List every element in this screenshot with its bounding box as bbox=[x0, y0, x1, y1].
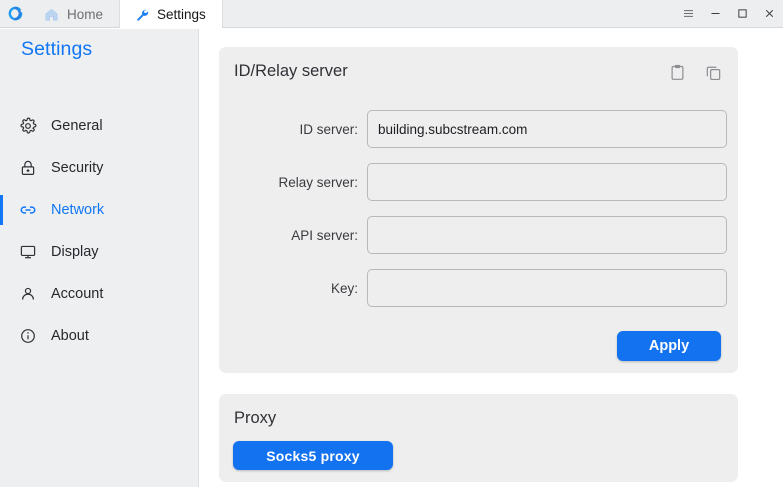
apply-button[interactable]: Apply bbox=[617, 331, 721, 361]
gear-icon bbox=[18, 117, 37, 136]
tab-settings-label: Settings bbox=[157, 6, 206, 22]
minimize-button[interactable] bbox=[702, 0, 729, 28]
key-label: Key: bbox=[330, 280, 358, 296]
tab-settings[interactable]: Settings bbox=[119, 0, 223, 28]
lock-icon bbox=[18, 159, 37, 178]
rustdesk-circular-arrow-logo-icon bbox=[8, 6, 22, 21]
id-server-input[interactable] bbox=[367, 110, 727, 148]
relay-server-label: Relay server: bbox=[278, 174, 358, 190]
sidebar-item-about[interactable]: About bbox=[0, 315, 199, 357]
copy-button[interactable] bbox=[702, 61, 724, 83]
sidebar-item-network[interactable]: Network bbox=[0, 189, 199, 231]
id-relay-panel-actions bbox=[666, 61, 724, 83]
close-button[interactable] bbox=[756, 0, 783, 28]
paste-button[interactable] bbox=[666, 61, 688, 83]
field-row-id-server: ID server: bbox=[219, 110, 738, 148]
titlebar: Home Settings bbox=[0, 0, 783, 28]
proxy-panel: Proxy Socks5 proxy bbox=[219, 394, 738, 482]
menu-button[interactable] bbox=[675, 0, 702, 28]
sidebar-item-label: About bbox=[51, 328, 89, 344]
wrench-icon bbox=[133, 6, 149, 22]
window-controls bbox=[675, 0, 783, 27]
field-row-api-server: API server: bbox=[219, 216, 738, 254]
maximize-icon bbox=[738, 9, 747, 18]
tab-home[interactable]: Home bbox=[30, 0, 119, 28]
api-server-input[interactable] bbox=[367, 216, 727, 254]
key-input[interactable] bbox=[367, 269, 727, 307]
id-relay-panel-title: ID/Relay server bbox=[234, 62, 348, 80]
person-icon bbox=[18, 285, 37, 304]
sidebar-item-label: Security bbox=[51, 160, 104, 176]
info-icon bbox=[18, 327, 37, 346]
close-icon bbox=[765, 9, 774, 18]
sidebar-item-account[interactable]: Account bbox=[0, 273, 199, 315]
id-server-label: ID server: bbox=[299, 121, 358, 137]
link-icon bbox=[18, 201, 37, 220]
sidebar-item-label: Account bbox=[51, 286, 104, 302]
tab-home-label: Home bbox=[67, 6, 104, 22]
relay-server-input[interactable] bbox=[367, 163, 727, 201]
sidebar-nav: General Security Network bbox=[0, 105, 199, 357]
maximize-button[interactable] bbox=[729, 0, 756, 28]
copy-icon bbox=[706, 66, 720, 80]
field-row-key: Key: bbox=[219, 269, 738, 307]
clipboard-paste-icon bbox=[671, 64, 683, 80]
monitor-icon bbox=[18, 243, 37, 262]
sidebar-item-general[interactable]: General bbox=[0, 105, 199, 147]
id-relay-server-panel: ID/Relay server ID server: Relay server: bbox=[219, 47, 738, 373]
minimize-icon bbox=[711, 13, 720, 14]
sidebar-item-label: General bbox=[51, 118, 103, 134]
sidebar-item-display[interactable]: Display bbox=[0, 231, 199, 273]
api-server-label: API server: bbox=[291, 227, 358, 243]
sidebar-item-security[interactable]: Security bbox=[0, 147, 199, 189]
sidebar: Settings General Security bbox=[0, 29, 199, 487]
field-row-relay-server: Relay server: bbox=[219, 163, 738, 201]
main-content: ID/Relay server ID server: Relay server: bbox=[200, 29, 783, 487]
sidebar-item-label: Display bbox=[51, 244, 99, 260]
sidebar-item-label: Network bbox=[51, 202, 105, 218]
socks5-proxy-button[interactable]: Socks5 proxy bbox=[233, 441, 393, 470]
home-icon bbox=[43, 6, 59, 22]
hamburger-menu-icon bbox=[684, 10, 693, 17]
proxy-panel-title: Proxy bbox=[234, 409, 277, 427]
app-logo bbox=[0, 0, 30, 27]
page-title: Settings bbox=[21, 38, 93, 60]
